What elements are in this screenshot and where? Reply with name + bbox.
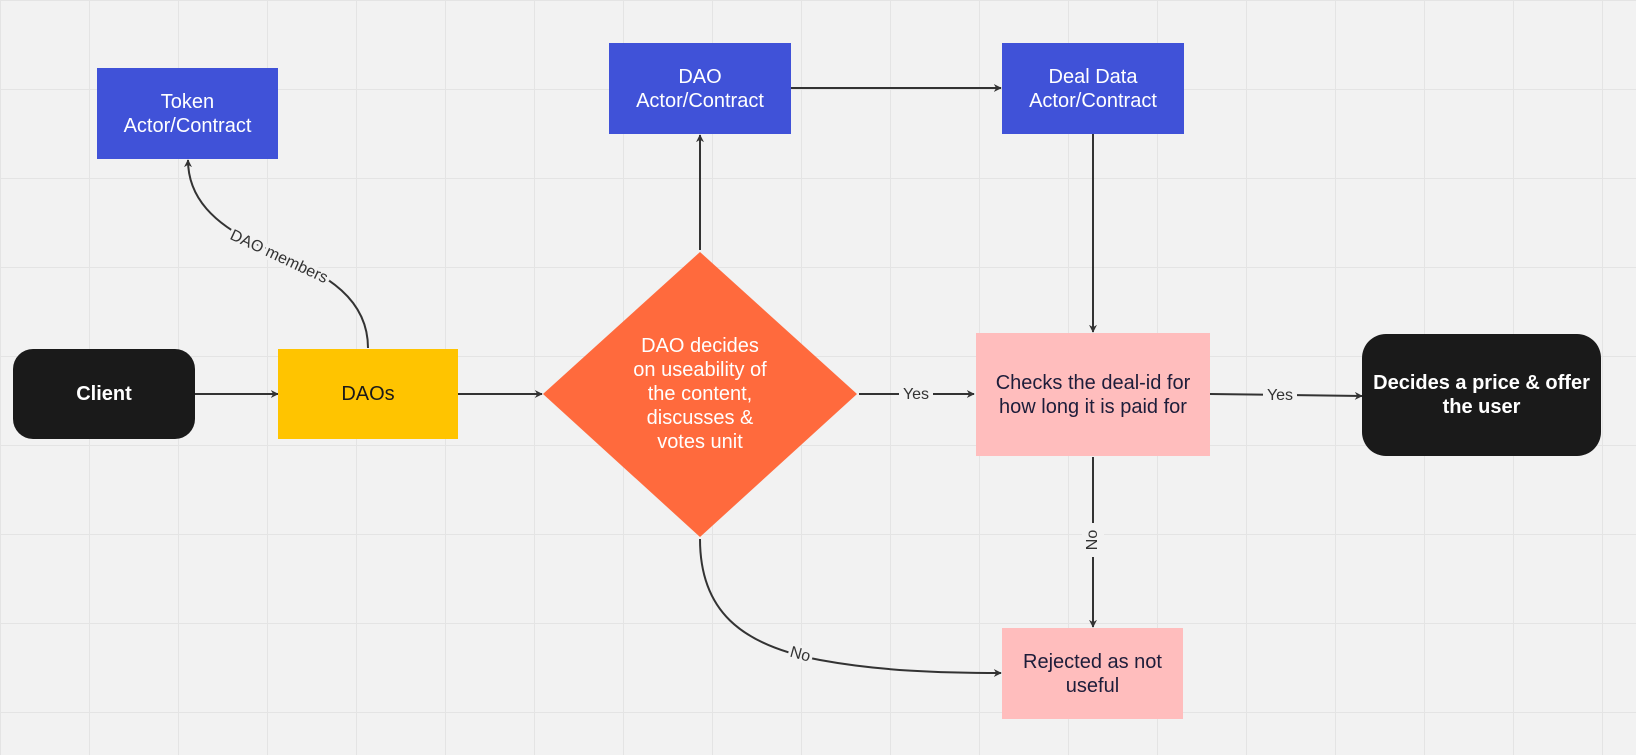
- deal-data-contract-node[interactable]: Deal Data Actor/Contract: [1002, 43, 1184, 134]
- token-contract-node[interactable]: Token Actor/Contract: [97, 68, 278, 159]
- edge-label-check-yes: Yes: [1267, 387, 1293, 404]
- dao-contract-node[interactable]: DAO Actor/Contract: [609, 43, 791, 134]
- edge-label-decision-no-group: No: [785, 641, 815, 669]
- check-deal-node[interactable]: Checks the deal-id for how long it is pa…: [976, 333, 1210, 456]
- edge-label-decision-yes: Yes: [903, 386, 929, 403]
- client-label: Client: [76, 383, 132, 405]
- edge-label-dao-members-group: DAO members: [224, 224, 333, 290]
- rejected-label: Rejected as not useful: [1023, 650, 1162, 697]
- edge-label-check-yes-group: Yes: [1263, 383, 1297, 405]
- check-deal-label: Checks the deal-id for how long it is pa…: [995, 371, 1191, 418]
- decision-diamond[interactable]: [543, 252, 857, 537]
- daos-label: DAOs: [341, 383, 395, 405]
- dao-contract-label: DAO Actor/Contract: [636, 65, 764, 112]
- edge-label-check-no: No: [1084, 530, 1101, 551]
- edge-daos-to-token: [184, 159, 369, 349]
- decide-price-label: Decides a price & offer the user: [1373, 372, 1590, 418]
- dao-decision-label: DAO decides on useability of the content…: [633, 335, 767, 453]
- decide-price-node[interactable]: Decides a price & offer the user: [1362, 334, 1601, 456]
- client-node[interactable]: Client: [13, 349, 195, 439]
- edge-label-decision-yes-group: Yes: [899, 382, 933, 404]
- edge-label-check-no-group: No: [1082, 523, 1104, 557]
- dao-decision-label-box: DAO decides on useability of the content…: [600, 319, 800, 469]
- daos-node[interactable]: DAOs: [278, 349, 458, 439]
- deal-data-contract-label: Deal Data Actor/Contract: [1029, 65, 1157, 112]
- token-contract-label: Token Actor/Contract: [123, 90, 252, 137]
- edge-decision-no: [699, 538, 1002, 677]
- rejected-node[interactable]: Rejected as not useful: [1002, 628, 1183, 719]
- edge-label-dao-members: DAO members: [227, 227, 330, 287]
- edge-label-decision-no: No: [788, 644, 812, 666]
